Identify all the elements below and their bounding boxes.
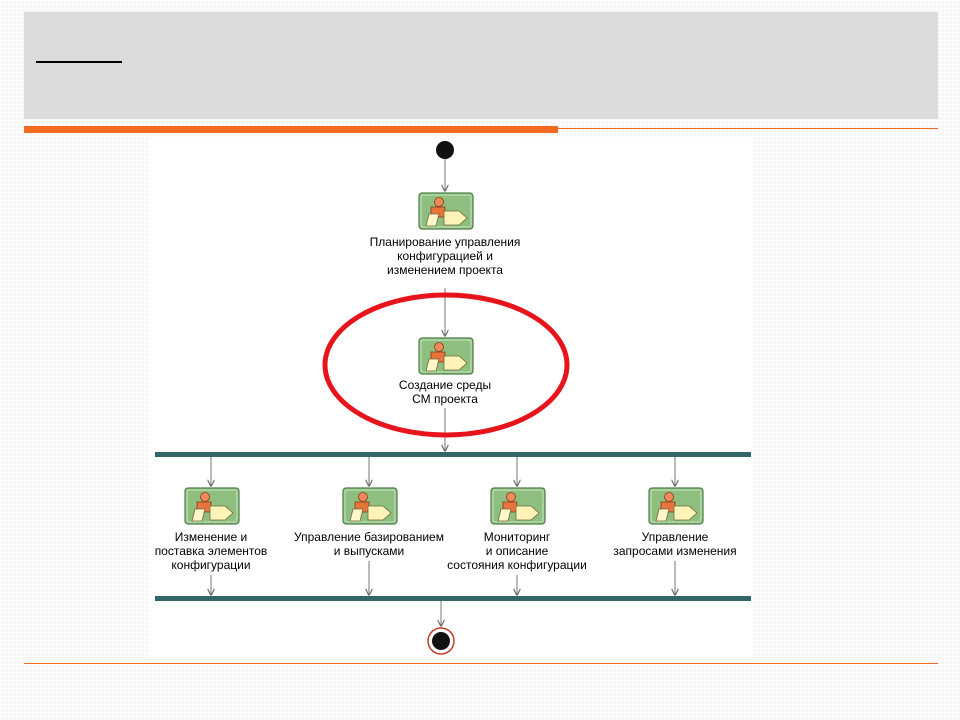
activity-label-line: изменением проекта xyxy=(387,263,503,277)
activity-label-line: Управление xyxy=(642,530,709,544)
activity-person-head xyxy=(358,492,368,502)
fork-bar xyxy=(155,452,751,457)
activity-label-line: СМ проекта xyxy=(412,392,478,406)
activity-person-head xyxy=(200,492,210,502)
activity-icon xyxy=(418,192,474,230)
activity-icon-inner xyxy=(186,489,238,523)
activity-person-head xyxy=(434,342,444,352)
initial-node-icon xyxy=(436,141,454,159)
activity-person-head xyxy=(506,492,516,502)
activity-arrow-shape xyxy=(367,505,392,521)
activity-label-line: Управление базированием xyxy=(294,530,444,544)
activity-arrow-shape xyxy=(443,210,468,226)
activity-document xyxy=(425,213,440,227)
activity-document xyxy=(191,508,206,522)
activity-document xyxy=(349,508,364,522)
activity-label-line: поставка элементов xyxy=(155,544,268,558)
activity-icon xyxy=(490,487,546,525)
activity-arrow-shape xyxy=(443,355,468,371)
activity-icon xyxy=(342,487,398,525)
accent-bar xyxy=(24,126,558,133)
activity-label-line: Изменение и xyxy=(175,530,247,544)
activity-label-line: Мониторинг xyxy=(484,530,551,544)
activity-label-line: конфигурации xyxy=(171,558,250,572)
activity-label-line: Планирование управления xyxy=(370,235,521,249)
activity-icon-inner xyxy=(420,339,472,373)
activity-label-line: состояния конфигурации xyxy=(447,558,587,572)
activity-icon-inner xyxy=(420,194,472,228)
join-bar xyxy=(155,596,751,601)
activity-icon-inner xyxy=(344,489,396,523)
activity-label-line: и выпусками xyxy=(334,544,405,558)
activity-label-line: конфигурацией и xyxy=(397,249,493,263)
activity-icon xyxy=(184,487,240,525)
accent-line-bottom xyxy=(24,663,938,664)
highlight-ellipse xyxy=(322,292,570,438)
activity-icon-inner xyxy=(492,489,544,523)
activity-arrow-shape xyxy=(209,505,234,521)
activity-label-line: запросами изменения xyxy=(613,544,736,558)
activity-person-head xyxy=(434,197,444,207)
activity-icon xyxy=(648,487,704,525)
activity-label-line: Создание среды xyxy=(399,378,491,392)
activity-arrow-shape xyxy=(673,505,698,521)
activity-arrow-shape xyxy=(515,505,540,521)
activity-document xyxy=(655,508,670,522)
title-underline xyxy=(36,61,122,63)
final-node-icon xyxy=(432,632,450,650)
activity-label-line: и описание xyxy=(486,544,549,558)
accent-line-top xyxy=(558,128,938,129)
activity-icon xyxy=(418,337,474,375)
activity-icon-inner xyxy=(650,489,702,523)
activity-document xyxy=(497,508,512,522)
activity-document xyxy=(425,358,440,372)
activity-person-head xyxy=(664,492,674,502)
title-bar xyxy=(24,12,938,119)
